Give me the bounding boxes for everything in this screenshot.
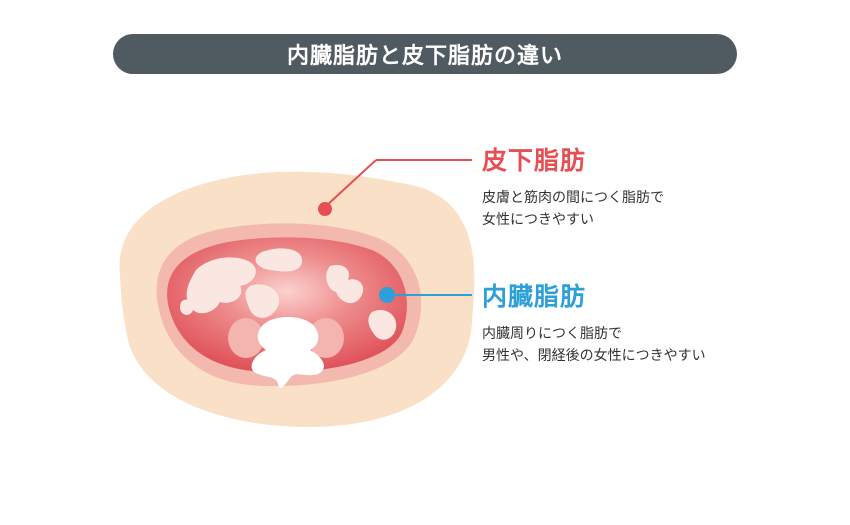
page-title: 内臓脂肪と皮下脂肪の違い: [286, 44, 563, 69]
visceral-title: 内臓脂肪: [482, 282, 587, 311]
subcutaneous-desc-line-2: 女性につきやすい: [482, 212, 594, 228]
title-banner: 内臓脂肪と皮下脂肪の違い: [113, 34, 737, 74]
spine: [251, 317, 324, 388]
subcutaneous-leader-line: [324, 159, 377, 208]
subcutaneous-desc-line-1: 皮膚と筋肉の間につく脂肪で: [482, 190, 664, 206]
visceral-desc-line-1: 内臓周りにつく脂肪で: [482, 326, 622, 342]
subcutaneous-label: 皮下脂肪 皮膚と筋肉の間につく脂肪で 女性につきやすい: [482, 141, 664, 231]
visceral-description: 内臓周りにつく脂肪で 男性や、閉経後の女性につきやすい: [482, 323, 706, 367]
visceral-marker-dot: [379, 287, 395, 303]
visceral-desc-line-2: 男性や、閉経後の女性につきやすい: [482, 348, 706, 364]
visceral-label: 内臓脂肪 内臓周りにつく脂肪で 男性や、閉経後の女性につきやすい: [482, 277, 706, 367]
subcutaneous-title: 皮下脂肪: [482, 146, 587, 175]
kidneys: [228, 318, 344, 358]
subcutaneous-description: 皮膚と筋肉の間につく脂肪で 女性につきやすい: [482, 187, 664, 231]
subcutaneous-marker-dot: [318, 202, 332, 216]
visceral-fat-deposits: [180, 248, 397, 340]
